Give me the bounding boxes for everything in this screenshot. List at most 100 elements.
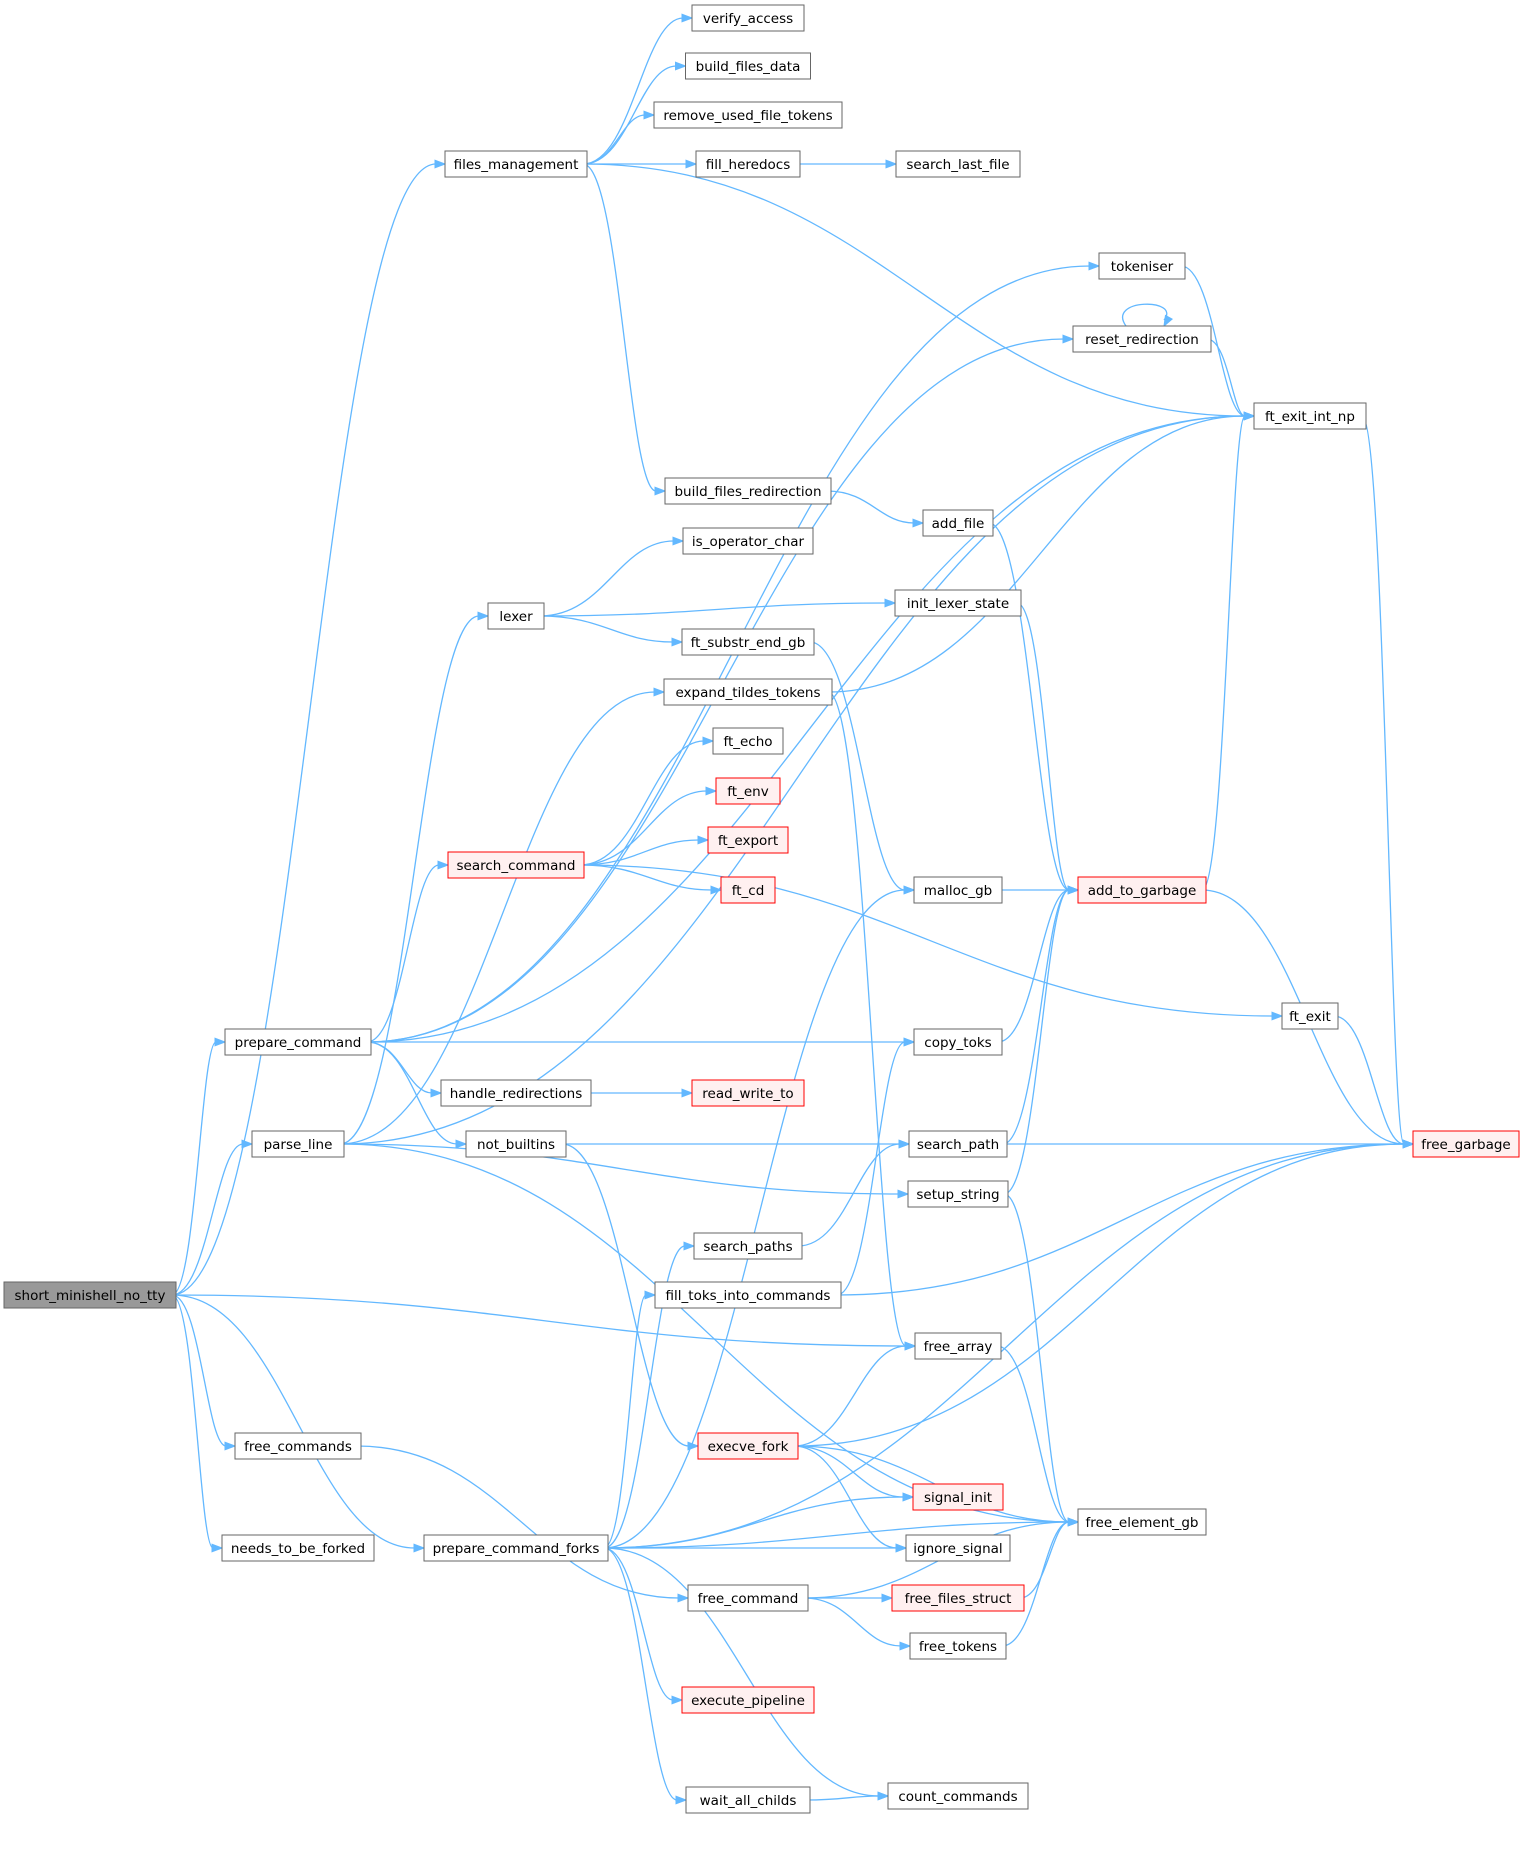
node-setup-string[interactable]: setup_string: [907, 1180, 1009, 1208]
edge-execve_fork-to-signal_init: [793, 1445, 905, 1498]
edge-prepare_command-to-not_builtins-arrowhead: [455, 1139, 468, 1149]
node-count-commands[interactable]: count_commands: [887, 1782, 1029, 1810]
node-files-management[interactable]: files_management: [444, 150, 588, 178]
node-add-file[interactable]: add_file: [922, 509, 994, 537]
edge-prepare_command_forks-to-free_garbage: [603, 1143, 1405, 1549]
edge-short_minishell_no_tty-to-prepare_command_forks: [171, 1294, 416, 1549]
node-label: execve_fork: [708, 1439, 789, 1455]
node-ft-exit-int-np[interactable]: ft_exit_int_np: [1253, 402, 1367, 430]
node-label: search_command: [457, 858, 576, 874]
node-not-builtins[interactable]: not_builtins: [465, 1130, 567, 1158]
node-box: [423, 1534, 609, 1562]
node-parse-line[interactable]: parse_line: [251, 1130, 345, 1158]
node-handle-redirections[interactable]: handle_redirections: [440, 1079, 592, 1107]
node-box: [712, 727, 784, 755]
node-init-lexer-state[interactable]: init_lexer_state: [894, 589, 1022, 617]
node-ft-env[interactable]: ft_env: [715, 777, 781, 805]
node-box: [908, 1130, 1008, 1158]
edge-wait_all_childs-to-count_commands-arrowhead: [877, 1791, 890, 1801]
node-label: add_file: [932, 516, 985, 532]
edge-wait_all_childs-to-count_commands: [805, 1795, 880, 1801]
node-label: setup_string: [916, 1187, 999, 1203]
edge-files_management-to-fill_heredocs-arrowhead: [685, 159, 698, 169]
edge-files_management-to-remove_used_file_tokens-arrowhead: [643, 110, 656, 120]
node-remove-used-file-tokens[interactable]: remove_used_file_tokens: [653, 101, 843, 129]
node-signal-init[interactable]: signal_init: [912, 1483, 1004, 1511]
edge-search_command-to-ft_env: [579, 790, 708, 866]
node-label: ft_exit: [1289, 1009, 1331, 1025]
node-build-files-redirection[interactable]: build_files_redirection: [664, 477, 832, 505]
node-free-garbage[interactable]: free_garbage: [1412, 1130, 1520, 1158]
node-free-commands[interactable]: free_commands: [234, 1432, 362, 1460]
node-ignore-signal[interactable]: ignore_signal: [905, 1534, 1011, 1562]
node-free-array[interactable]: free_array: [914, 1332, 1002, 1360]
edge-short_minishell_no_tty-to-free_array: [171, 1294, 907, 1347]
node-is-operator-char[interactable]: is_operator_char: [682, 527, 814, 555]
edge-files_management-to-remove_used_file_tokens: [582, 114, 646, 165]
edge-prepare_command_forks-to-search_paths-arrowhead: [683, 1241, 696, 1251]
edge-execve_fork-to-ignore_signal: [793, 1445, 898, 1549]
node-needs-to-be-forked[interactable]: needs_to_be_forked: [221, 1534, 375, 1562]
edge-setup_string-to-add_to_garbage-arrowhead: [1067, 885, 1080, 895]
edge-free_command-to-free_tokens: [803, 1597, 902, 1647]
node-add-to-garbage[interactable]: add_to_garbage: [1077, 876, 1207, 904]
node-short-minishell-no-tty[interactable]: short_minishell_no_tty: [3, 1281, 177, 1309]
node-prepare-command-forks[interactable]: prepare_command_forks: [423, 1534, 609, 1562]
node-verify-access[interactable]: verify_access: [691, 4, 805, 32]
node-free-element-gb[interactable]: free_element_gb: [1077, 1508, 1207, 1536]
node-ft-echo[interactable]: ft_echo: [712, 727, 784, 755]
node-read-write-to[interactable]: read_write_to: [691, 1079, 805, 1107]
node-label: free_element_gb: [1086, 1515, 1199, 1531]
node-ft-export[interactable]: ft_export: [707, 826, 789, 854]
edge-short_minishell_no_tty-to-prepare_command_forks-arrowhead: [413, 1543, 426, 1553]
edge-lexer-to-init_lexer_state: [539, 602, 887, 617]
node-label: build_files_data: [696, 59, 801, 75]
node-build-files-data[interactable]: build_files_data: [685, 52, 811, 80]
node-lexer[interactable]: lexer: [487, 602, 545, 630]
node-label: short_minishell_no_tty: [15, 1288, 166, 1304]
node-label: execute_pipeline: [691, 1693, 805, 1709]
node-execve-fork[interactable]: execve_fork: [697, 1432, 799, 1460]
node-search-path[interactable]: search_path: [908, 1130, 1008, 1158]
node-box: [465, 1130, 567, 1158]
node-ft-substr-end-gb[interactable]: ft_substr_end_gb: [681, 628, 815, 656]
edge-short_minishell_no_tty-to-needs_to_be_forked-arrowhead: [211, 1543, 224, 1553]
node-wait-all-childs[interactable]: wait_all_childs: [685, 1786, 811, 1814]
node-label: prepare_command: [235, 1035, 362, 1051]
node-free-files-struct[interactable]: free_files_struct: [891, 1584, 1025, 1612]
edge-reset_redirection-to-ft_exit_int_np: [1206, 338, 1246, 417]
node-malloc-gb[interactable]: malloc_gb: [913, 876, 1003, 904]
node-copy-toks[interactable]: copy_toks: [913, 1028, 1003, 1056]
node-ft-exit[interactable]: ft_exit: [1281, 1002, 1339, 1030]
node-fill-toks-into-commands[interactable]: fill_toks_into_commands: [654, 1281, 842, 1309]
node-label: is_operator_char: [692, 534, 805, 550]
edge-execve_fork-to-free_garbage: [793, 1143, 1405, 1447]
node-tokeniser[interactable]: tokeniser: [1098, 252, 1186, 280]
node-execute-pipeline[interactable]: execute_pipeline: [681, 1686, 815, 1714]
node-box: [913, 876, 1003, 904]
node-label: count_commands: [898, 1789, 1017, 1805]
node-label: needs_to_be_forked: [231, 1541, 365, 1557]
node-label: parse_line: [264, 1137, 333, 1153]
node-free-tokens[interactable]: free_tokens: [909, 1632, 1007, 1660]
node-search-command[interactable]: search_command: [447, 851, 585, 879]
edge-search_command-to-ft_echo: [579, 740, 705, 866]
node-box: [1412, 1130, 1520, 1158]
node-search-last-file[interactable]: search_last_file: [895, 150, 1021, 178]
edge-files_management-to-ft_exit_int_np: [582, 163, 1246, 417]
node-ft-cd[interactable]: ft_cd: [720, 876, 776, 904]
node-label: tokeniser: [1111, 259, 1174, 275]
edge-parse_line-to-lexer-arrowhead: [477, 611, 490, 621]
node-free-command[interactable]: free_command: [687, 1584, 809, 1612]
node-prepare-command[interactable]: prepare_command: [224, 1028, 372, 1056]
edge-fill_heredocs-to-search_last_file-arrowhead: [885, 159, 898, 169]
node-box: [913, 1028, 1003, 1056]
node-label: free_array: [924, 1339, 993, 1355]
node-search-paths[interactable]: search_paths: [693, 1232, 803, 1260]
edge-search_command-to-ft_env-arrowhead: [705, 786, 718, 796]
node-label: wait_all_childs: [700, 1793, 797, 1809]
node-reset-redirection[interactable]: reset_redirection: [1072, 325, 1212, 353]
node-fill-heredocs[interactable]: fill_heredocs: [695, 150, 801, 178]
node-expand-tildes-tokens[interactable]: expand_tildes_tokens: [663, 678, 833, 706]
node-box: [695, 150, 801, 178]
